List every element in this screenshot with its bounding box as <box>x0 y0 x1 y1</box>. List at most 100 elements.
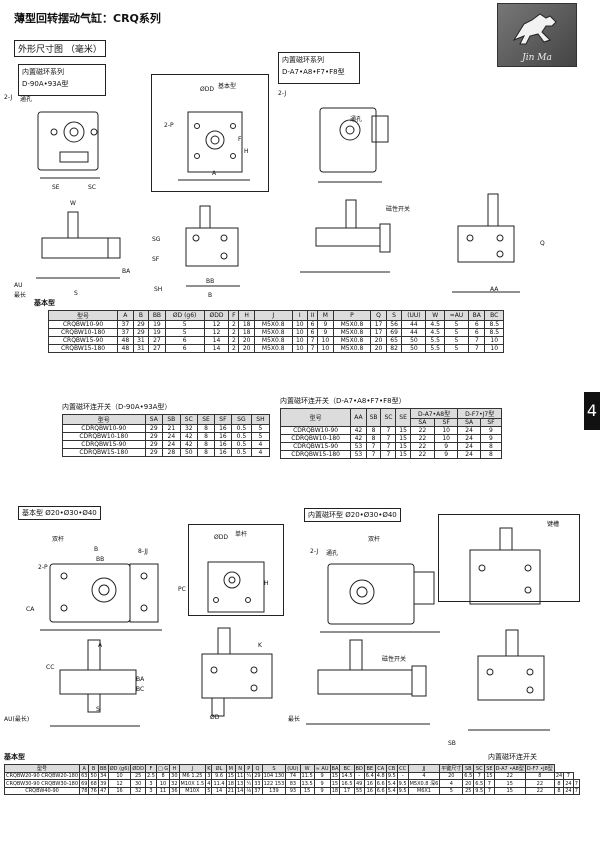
col-header: 型号 <box>47 310 119 321</box>
table-cell: M5X0.8 <box>332 344 372 353</box>
model-cell: CRQBW15-90 <box>47 336 119 345</box>
table-cell: 8 <box>524 772 555 780</box>
table-cell: 139 <box>261 787 287 795</box>
dim-label-2p: 2-P <box>38 564 48 571</box>
table-cell: 37 <box>252 787 263 795</box>
magnetic-switch-label-2: 磁性开关 <box>382 656 407 663</box>
table-cell: 9.5 <box>396 787 409 795</box>
table-cell: 4 <box>250 440 271 449</box>
table-cell: 7 <box>365 450 382 459</box>
table-cell: 42 <box>350 426 367 435</box>
dim-label-8jj: 8-JJ <box>138 548 148 555</box>
table-cell: 22 <box>493 772 526 780</box>
col-header: BB <box>148 310 166 321</box>
page-tab: 4 <box>584 392 600 430</box>
through-hole-label-3: 通孔 <box>326 550 339 557</box>
table-cell: 24 <box>457 442 481 451</box>
table-cell: 9 <box>433 450 459 459</box>
col-header: SE <box>197 414 215 425</box>
single-rod-diagram-box: 单杆 <box>188 524 284 616</box>
table-cell: 5 <box>443 328 470 337</box>
table-cell: 14 <box>203 336 230 345</box>
table-cell: 8.5 <box>484 328 504 337</box>
table-cell: 93 <box>285 787 301 795</box>
table-cell: 56 <box>385 320 403 329</box>
col-header: I <box>291 310 309 321</box>
table-cell: 15 <box>395 450 411 459</box>
col-header: F <box>228 310 240 321</box>
table-cell: 8 <box>479 450 503 459</box>
col-header: H <box>169 764 180 773</box>
table-cell: 16 <box>107 787 132 795</box>
table-cell: 21 <box>162 424 181 433</box>
model-cell: CDRQBW10-90 <box>62 424 146 433</box>
table-cell: 7 <box>473 772 486 780</box>
dim-label-cc: CC <box>46 664 55 671</box>
dim-label-bc: BC <box>136 686 145 693</box>
table-cell: 13.5 <box>299 779 315 788</box>
table-cell: 122 153 <box>261 779 287 788</box>
dim-label-aa: AA <box>490 286 499 293</box>
table-bottom-title: 基本型 <box>4 753 25 761</box>
table-cell: 9.5 <box>473 787 486 795</box>
table-cell: 8.5 <box>484 320 504 329</box>
col-header: 型号 <box>279 408 352 427</box>
table-cell: 15 <box>493 787 526 795</box>
section-magnet-label: 内置磁环型 Ø20•Ø30•Ø40 <box>304 508 401 522</box>
col-header: Q <box>252 764 263 773</box>
table-cell: 10 <box>317 344 334 353</box>
table-cell: 44 <box>401 320 427 329</box>
table-cell: 42 <box>179 432 199 441</box>
col-header: AA <box>350 408 367 427</box>
table-cell: 0.5 <box>230 424 252 433</box>
col-header: ØDD <box>130 764 146 773</box>
table-cell: ¼ <box>244 779 254 788</box>
col-header: BA <box>468 310 486 321</box>
col-header: W <box>425 310 445 321</box>
table-cell: 10 <box>484 344 504 353</box>
table-cell: 0.5 <box>230 432 252 441</box>
table-cell: 15 <box>395 426 411 435</box>
model-cell: CDRQBW10-90 <box>279 426 352 435</box>
dim-label-h-2: H <box>264 580 269 587</box>
magnet-series-label-box: 内置磁环系列 D-90A•93A型 <box>18 64 106 96</box>
horse-icon <box>506 10 568 48</box>
col-header: P <box>244 764 254 773</box>
col-header: SC <box>473 764 486 773</box>
table-cell: 10 <box>155 779 171 788</box>
table-cell: 10 <box>107 772 132 780</box>
dim-label-pc: PC <box>178 586 186 593</box>
table-cell: 5 <box>250 424 271 433</box>
table-cell: 9.5 <box>385 772 398 780</box>
table-cell: 7 <box>484 787 495 795</box>
double-rod-label: 双杆 <box>52 536 65 543</box>
table-cell: 55 <box>353 787 365 795</box>
table-cell: 50 <box>179 448 199 457</box>
table-cell: 10 <box>291 320 309 329</box>
dim-label-s: S <box>74 290 78 297</box>
model-cell: CRQBW10-180 <box>47 328 119 337</box>
table-cell: 78 <box>79 787 90 795</box>
table-cell: 53 <box>350 442 367 451</box>
table-cell: 17 <box>370 320 387 329</box>
dim-label-w: W <box>70 200 76 207</box>
table-cell: 6 <box>164 336 205 345</box>
dim-label-a: A <box>212 170 217 177</box>
table-cell: 10 <box>291 336 309 345</box>
dim-label-2j: 2-J <box>310 548 319 555</box>
table-cell: 65 <box>385 336 403 345</box>
table-cell: 6.5 <box>462 772 475 780</box>
table-cell: 6.4 <box>363 772 376 780</box>
table-cell: 29 <box>132 320 150 329</box>
col-header: SC <box>380 408 397 427</box>
table-cell: 4.5 <box>425 320 445 329</box>
col-header: A <box>117 310 134 321</box>
table-cell: 37 <box>117 328 134 337</box>
col-header: M <box>225 764 237 773</box>
